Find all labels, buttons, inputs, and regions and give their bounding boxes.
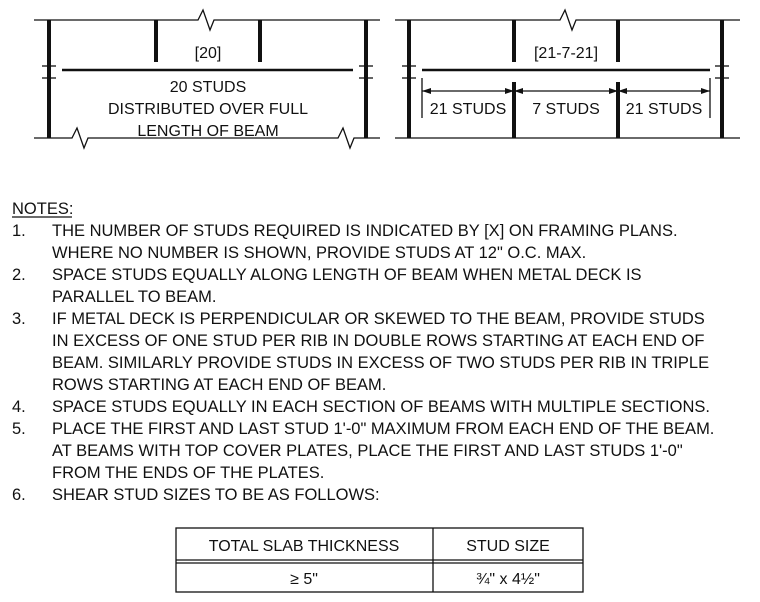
stud-size-table: TOTAL SLAB THICKNESS STUD SIZE ≥ 5" ¾" x…	[175, 527, 584, 593]
segment-label-2: 7 STUDS	[532, 101, 600, 118]
note-number: 6.	[12, 486, 26, 504]
note-number: 2.	[12, 266, 26, 284]
table-header-slab: TOTAL SLAB THICKNESS	[209, 538, 400, 555]
right-ibeam-symbol-right	[715, 65, 729, 79]
left-detail: [20] 20 STUDS DISTRIBUTED OVER FULL LENG…	[34, 8, 380, 150]
left-ibeam-symbol-left	[42, 65, 56, 79]
note-line: SHEAR STUD SIZES TO BE AS FOLLOWS:	[52, 486, 380, 504]
notes-section: NOTES: 1. THE NUMBER OF STUDS REQUIRED I…	[12, 200, 714, 504]
note-line: IN EXCESS OF ONE STUD PER RIB IN DOUBLE …	[52, 332, 704, 350]
right-detail: [21-7-21] 21 STUDS 7 STUDS 21 STUDS	[395, 8, 740, 139]
note-line: FROM THE ENDS OF THE PLATES.	[52, 464, 324, 482]
note-line: THE NUMBER OF STUDS REQUIRED IS INDICATE…	[52, 222, 678, 240]
left-caption-line3: LENGTH OF BEAM	[137, 123, 278, 140]
right-top-break-line	[395, 8, 740, 32]
table-cell-stud-size: ¾" x 4½"	[476, 571, 540, 588]
left-bottom-break-line	[34, 126, 380, 150]
left-detail-code: [20]	[195, 45, 222, 62]
right-detail-code: [21-7-21]	[534, 45, 598, 62]
note-line: IF METAL DECK IS PERPENDICULAR OR SKEWED…	[52, 310, 705, 328]
note-number: 3.	[12, 310, 26, 328]
left-ibeam-symbol-right	[359, 65, 373, 79]
note-line: AT BEAMS WITH TOP COVER PLATES, PLACE TH…	[52, 442, 683, 460]
segment-label-1: 21 STUDS	[430, 101, 506, 118]
notes-heading: NOTES:	[12, 200, 73, 218]
table-header-stud: STUD SIZE	[466, 538, 550, 555]
left-top-break-line	[34, 8, 380, 32]
table-cell-thickness: ≥ 5"	[290, 571, 318, 588]
note-line: ROWS STARTING AT EACH END OF BEAM.	[52, 376, 386, 394]
note-line: WHERE NO NUMBER IS SHOWN, PROVIDE STUDS …	[52, 244, 586, 262]
segment-label-3: 21 STUDS	[626, 101, 702, 118]
left-caption-line1: 20 STUDS	[170, 79, 246, 96]
note-line: PARALLEL TO BEAM.	[52, 288, 216, 306]
note-line: PLACE THE FIRST AND LAST STUD 1'-0" MAXI…	[52, 420, 714, 438]
note-line: SPACE STUDS EQUALLY IN EACH SECTION OF B…	[52, 398, 710, 416]
note-line: SPACE STUDS EQUALLY ALONG LENGTH OF BEAM…	[52, 266, 642, 284]
left-caption-line2: DISTRIBUTED OVER FULL	[108, 101, 308, 118]
note-number: 5.	[12, 420, 26, 438]
right-ibeam-symbol-left	[402, 65, 416, 79]
note-number: 1.	[12, 222, 26, 240]
note-number: 4.	[12, 398, 26, 416]
dimension-arrowheads	[422, 88, 710, 94]
note-line: BEAM. SIMILARLY PROVIDE STUDS IN EXCESS …	[52, 354, 709, 372]
